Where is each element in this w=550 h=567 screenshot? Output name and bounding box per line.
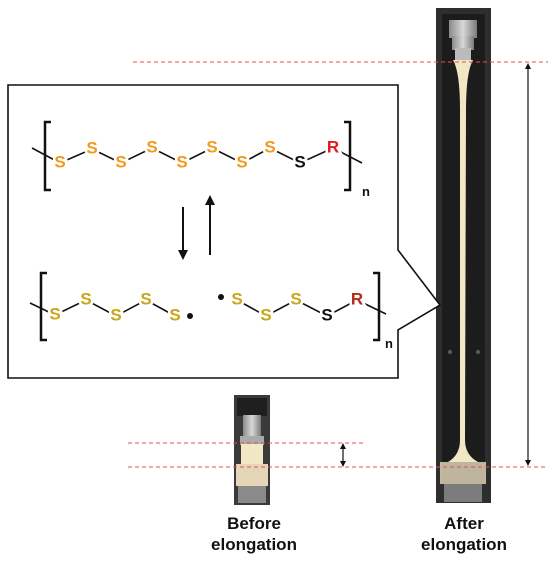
atom-s: S [146, 137, 157, 156]
structure-callout-box [7, 84, 442, 379]
atom-s: S [86, 138, 97, 157]
atom-s: S [236, 152, 247, 171]
atom-s: S [110, 305, 121, 324]
polymer-bonds [31, 147, 363, 164]
after-caption-line2: elongation [421, 535, 507, 554]
atom-s: S [260, 305, 271, 324]
before-caption-line2: elongation [211, 535, 297, 554]
left-bracket [43, 120, 51, 192]
atom-s: S [290, 289, 301, 308]
after-caption-line1: After [444, 514, 484, 533]
right-fragment-bonds [236, 299, 387, 317]
before-caption-line1: Before [227, 514, 281, 533]
atom-s: S [169, 305, 180, 324]
guide-lines [128, 61, 548, 468]
atom-s: S [140, 289, 151, 308]
atom-r: R [351, 289, 363, 308]
atom-s: S [264, 137, 275, 156]
atom-s-terminal: S [321, 305, 332, 324]
atom-r: R [327, 137, 339, 156]
radical-structure: S S S S S S S S S R n [29, 271, 393, 351]
atom-s: S [80, 289, 91, 308]
before-elongation-photo [234, 395, 270, 505]
left-bracket [39, 271, 47, 342]
atom-s: S [115, 152, 126, 171]
radical-dot-right [218, 294, 224, 300]
repeat-subscript: n [385, 336, 393, 351]
before-elongation-caption: Before elongation [192, 513, 316, 555]
stretched-specimen [448, 60, 478, 462]
radical-dot-left [187, 313, 193, 319]
atom-s: S [176, 152, 187, 171]
repeat-subscript: n [362, 184, 370, 199]
left-fragment-bonds [29, 299, 176, 317]
after-elongation-photo [436, 8, 491, 503]
atom-s-terminal: S [294, 152, 305, 171]
after-elongation-caption: After elongation [402, 513, 526, 555]
polymer-structure: S S S S S S S S S R n [31, 120, 370, 199]
right-bracket [373, 271, 381, 342]
atom-s: S [54, 152, 65, 171]
unstretched-specimen [241, 444, 263, 464]
atom-s: S [231, 289, 242, 308]
atom-s: S [206, 137, 217, 156]
atom-s: S [49, 304, 60, 323]
